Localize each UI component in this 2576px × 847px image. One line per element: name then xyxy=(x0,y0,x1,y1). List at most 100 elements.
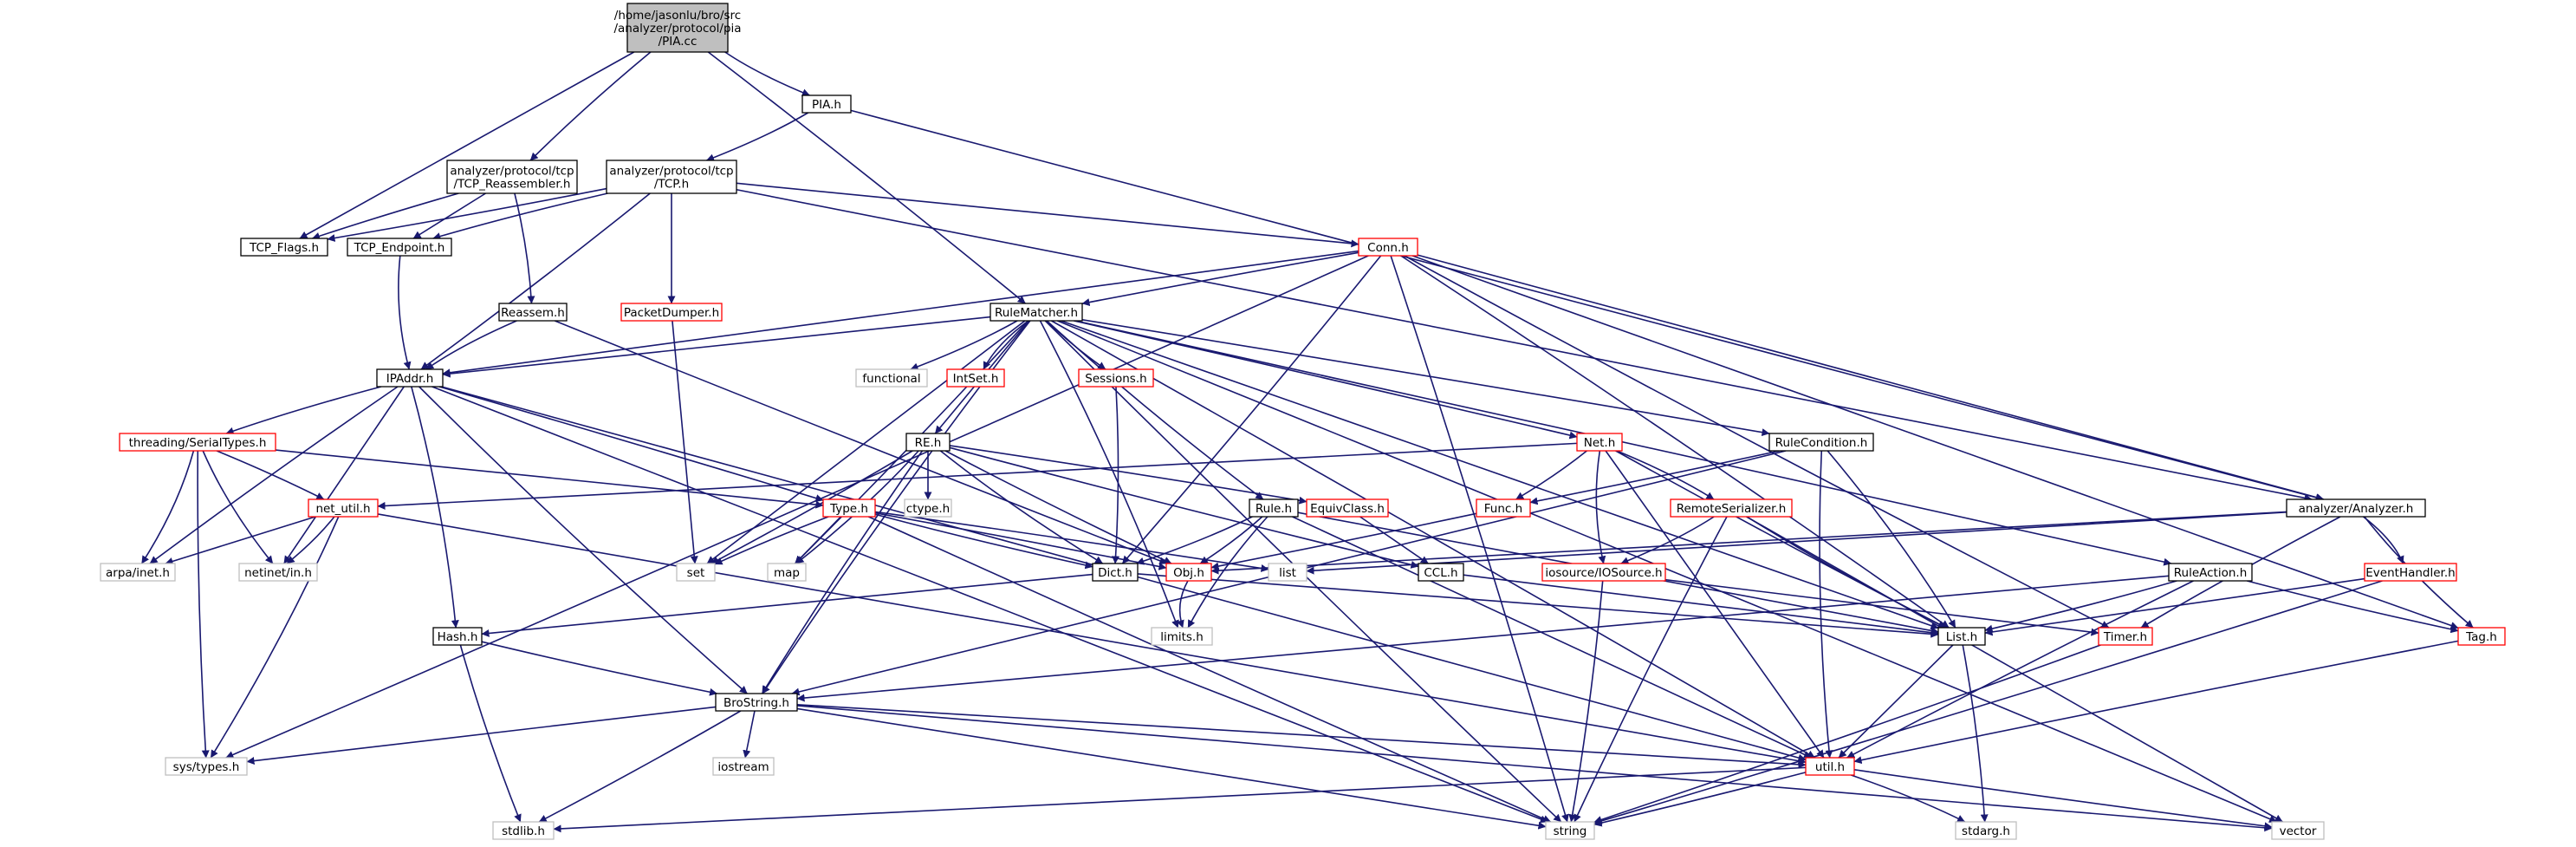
edge-net_util-to-netinet_in xyxy=(286,516,335,564)
edge-func_h-to-obj_h xyxy=(1210,512,1477,570)
node-label-iosource: iosource/IOSource.h xyxy=(1545,566,1662,580)
edge-tcp_reassembler-to-reassem_h xyxy=(514,192,535,304)
node-box-conn_h xyxy=(1358,238,1418,257)
edge-net_util-to-util_h xyxy=(377,513,1807,766)
node-label-vector: vector xyxy=(2280,824,2317,838)
edge-ruleaction-to-list_h xyxy=(1984,580,2177,633)
node-eventhandler[interactable]: EventHandler.h xyxy=(2364,563,2457,582)
edge-remoteserializer-to-string xyxy=(1574,516,1728,823)
node-box-net_util xyxy=(308,498,379,518)
node-obj_h[interactable]: Obj.h xyxy=(1165,563,1212,582)
node-dict_h[interactable]: Dict.h xyxy=(1092,563,1139,582)
node-sessions[interactable]: Sessions.h xyxy=(1078,368,1154,388)
node-func_h[interactable]: Func.h xyxy=(1476,498,1531,518)
node-net_util[interactable]: net_util.h xyxy=(308,498,379,518)
node-pia_cc[interactable]: /home/jasonlu/bro/src/analyzer/protocol/… xyxy=(613,3,742,53)
node-label-list_h: List.h xyxy=(1946,630,1977,644)
node-label-pia_h: PIA.h xyxy=(812,98,841,112)
node-hash_h[interactable]: Hash.h xyxy=(432,627,483,646)
edge-rulematcher-to-intset xyxy=(983,320,1029,370)
node-limits: limits.h xyxy=(1151,627,1213,646)
node-analyzer[interactable]: analyzer/Analyzer.h xyxy=(2286,498,2426,518)
node-ipaddr[interactable]: IPAddr.h xyxy=(376,368,444,388)
node-tcp_h[interactable]: analyzer/protocol/tcp/TCP.h xyxy=(606,160,737,194)
node-tcp_endpoint[interactable]: TCP_Endpoint.h xyxy=(347,238,452,257)
node-serialtypes[interactable]: threading/SerialTypes.h xyxy=(119,433,276,452)
node-box-functional xyxy=(855,368,928,388)
node-box-eventhandler xyxy=(2364,563,2457,582)
node-label-pia_cc-0: /home/jasonlu/bro/src xyxy=(614,9,741,23)
edge-type_h-to-obj_h xyxy=(874,511,1167,570)
edge-tcp_reassembler-to-tcp_endpoint xyxy=(412,192,486,239)
edge-conn_h-to-systypes xyxy=(225,255,1369,759)
node-string: string xyxy=(1545,821,1595,840)
node-reassem_h[interactable]: Reassem.h xyxy=(498,303,568,322)
node-list_h[interactable]: List.h xyxy=(1937,627,1986,646)
node-list_std: list xyxy=(1268,563,1307,582)
node-pia_h[interactable]: PIA.h xyxy=(801,94,852,114)
node-box-rulecondition xyxy=(1768,433,1874,452)
edge-conn_h-to-ipaddr xyxy=(442,250,1359,377)
node-label-tcp_h-0: analyzer/protocol/tcp xyxy=(609,165,733,179)
node-ccl_h[interactable]: CCL.h xyxy=(1418,563,1464,582)
edge-remoteserializer-to-list_h xyxy=(1746,516,1947,629)
edge-serialtypes-to-type_h xyxy=(275,449,824,509)
edge-type_h-to-string xyxy=(868,516,1552,823)
edge-net_h-to-func_h xyxy=(1515,450,1587,500)
node-label-rulematcher: RuleMatcher.h xyxy=(995,306,1078,320)
edge-pia_cc-to-tcp_flags xyxy=(299,51,635,239)
edge-serialtypes-to-net_util xyxy=(216,450,325,500)
node-tcp_reassembler[interactable]: analyzer/protocol/tcp/TCP_Reassembler.h xyxy=(446,160,578,194)
edge-util_h-to-stdlib xyxy=(553,766,1807,833)
node-box-tcp_endpoint xyxy=(347,238,452,257)
node-conn_h[interactable]: Conn.h xyxy=(1358,238,1418,257)
edge-net_util-to-arpa_inet xyxy=(165,516,316,565)
edge-ipaddr-to-serialtypes xyxy=(225,386,382,435)
node-rulematcher[interactable]: RuleMatcher.h xyxy=(990,303,1083,322)
edge-equivclass-to-ccl_h xyxy=(1359,516,1429,564)
node-brostring[interactable]: BroString.h xyxy=(715,693,798,712)
node-rule_h[interactable]: Rule.h xyxy=(1249,498,1299,518)
node-rulecondition[interactable]: RuleCondition.h xyxy=(1768,433,1874,452)
node-remoteserializer[interactable]: RemoteSerializer.h xyxy=(1670,498,1793,518)
node-box-map xyxy=(767,563,807,582)
node-re_h[interactable]: RE.h xyxy=(905,433,951,452)
edge-re_h-to-equivclass xyxy=(949,445,1307,505)
node-timer_h[interactable]: Timer.h xyxy=(2098,627,2153,646)
node-util_h[interactable]: util.h xyxy=(1805,757,1855,776)
node-label-systypes: sys/types.h xyxy=(173,760,240,774)
edge-sessions-to-dict_h xyxy=(1112,386,1120,564)
edge-remoteserializer-to-vector xyxy=(1746,516,2283,823)
node-iosource[interactable]: iosource/IOSource.h xyxy=(1541,563,1666,582)
node-tcp_flags[interactable]: TCP_Flags.h xyxy=(240,238,328,257)
edge-conn_h-to-list_h xyxy=(1400,255,1950,629)
edge-rulematcher-to-functional xyxy=(910,320,1018,371)
node-packetdumper[interactable]: PacketDumper.h xyxy=(620,303,723,322)
node-set: set xyxy=(676,563,716,582)
node-box-netinet_in xyxy=(238,563,318,582)
node-box-re_h xyxy=(905,433,951,452)
edge-type_h-to-list_std xyxy=(874,511,1269,572)
node-type_h[interactable]: Type.h xyxy=(822,498,876,518)
node-box-set xyxy=(676,563,716,582)
node-net_h[interactable]: Net.h xyxy=(1576,433,1623,452)
node-box-func_h xyxy=(1476,498,1531,518)
node-box-tcp_h xyxy=(606,160,737,194)
node-label-net_util: net_util.h xyxy=(315,502,370,516)
node-label-tcp_flags: TCP_Flags.h xyxy=(249,241,319,255)
node-equivclass[interactable]: EquivClass.h xyxy=(1306,498,1389,518)
node-label-rulecondition: RuleCondition.h xyxy=(1775,436,1868,450)
node-label-tag_h: Tag.h xyxy=(2465,630,2497,644)
node-tag_h[interactable]: Tag.h xyxy=(2457,627,2506,646)
node-box-vector xyxy=(2271,821,2325,840)
node-box-type_h xyxy=(822,498,876,518)
node-box-equivclass xyxy=(1306,498,1389,518)
node-ruleaction[interactable]: RuleAction.h xyxy=(2168,563,2253,582)
edge-re_h-to-dict_h xyxy=(939,450,1104,564)
node-intset[interactable]: IntSet.h xyxy=(946,368,1005,388)
edge-conn_h-to-analyzer xyxy=(1417,254,2325,502)
edge-util_h-to-stdarg xyxy=(1851,774,1966,823)
node-box-ipaddr xyxy=(376,368,444,388)
node-box-brostring xyxy=(715,693,798,712)
node-label-iostream: iostream xyxy=(717,760,769,774)
